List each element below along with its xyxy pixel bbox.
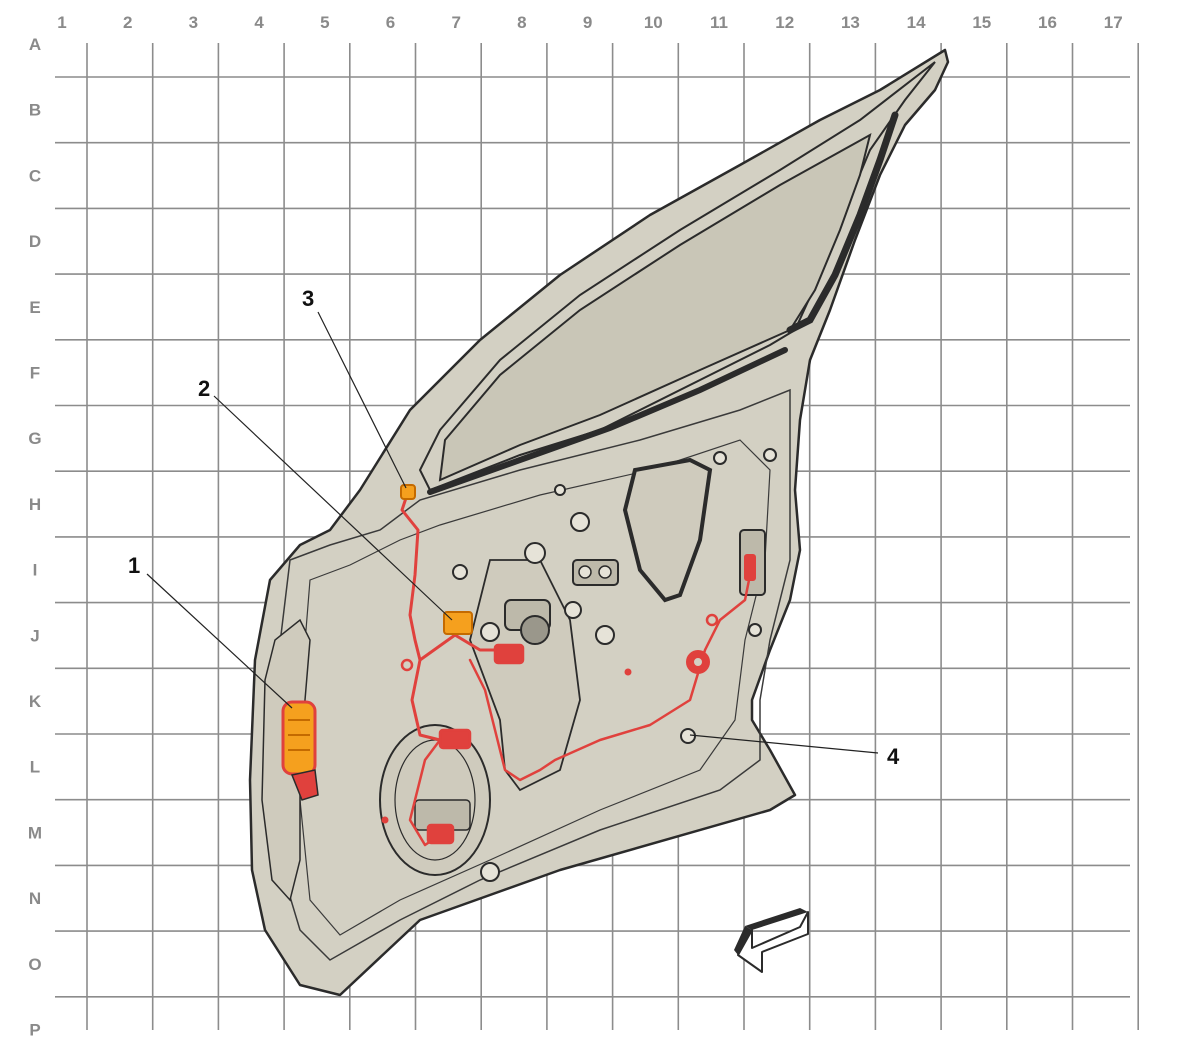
grid-column-label: 8 (517, 13, 526, 32)
grid-row-label: J (30, 626, 39, 645)
grid-row-label: B (29, 101, 41, 120)
grid-row-label: H (29, 495, 41, 514)
grid-column-label: 2 (123, 13, 132, 32)
leader-line-1 (146, 573, 293, 709)
component-2-connector-block (443, 611, 473, 635)
grid-column-label: 9 (583, 13, 592, 32)
grid-row-label: L (30, 758, 40, 777)
grid-row-label: D (29, 232, 41, 251)
callout-leader-lines (146, 311, 879, 754)
grid-row-label: P (29, 1021, 40, 1040)
grid-column-label: 4 (254, 13, 264, 32)
grid-row-label: O (28, 955, 41, 974)
mounting-bolts (452, 448, 777, 882)
component-1-outside-mirror-module (281, 700, 319, 801)
callout-3: 3 (302, 286, 314, 311)
grid-column-label: 15 (972, 13, 991, 32)
inner-panel-contour-2 (299, 439, 771, 936)
grid-column-label: 1 (57, 13, 66, 32)
grid-column-label: 7 (451, 13, 460, 32)
belt-line-seal (427, 347, 788, 495)
window-glass (438, 133, 872, 482)
front-direction-arrow-icon (734, 908, 809, 973)
grid-row-label: N (29, 889, 41, 908)
grid-column-label: 13 (841, 13, 860, 32)
leader-line-4 (689, 734, 879, 754)
regulator-cutout (469, 559, 581, 792)
grid-row-label: K (29, 692, 42, 711)
inner-panel-contour (274, 388, 791, 961)
window-regulator-motor (480, 599, 551, 645)
grid-column-label: 17 (1104, 13, 1123, 32)
door-wiring-harness (381, 490, 756, 847)
grid-column-label: 5 (320, 13, 329, 32)
grid-row-label: M (28, 823, 42, 842)
front-door-illustration (248, 48, 950, 997)
grid-column-label: 16 (1038, 13, 1057, 32)
grid-row-labels: A B C D E F G H I J K L M N O P (28, 35, 42, 1040)
leader-line-3 (317, 311, 407, 489)
callout-1: 1 (128, 553, 140, 578)
grid-column-label: 12 (775, 13, 794, 32)
grid-row-label: G (28, 429, 41, 448)
leader-line-2 (213, 395, 453, 621)
grid-column-label: 6 (386, 13, 395, 32)
callout-4: 4 (887, 744, 900, 769)
grid-row-label: E (29, 298, 40, 317)
inner-handle-bracket (572, 559, 619, 586)
grid-column-label: 14 (907, 13, 926, 32)
grid-column-label: 3 (189, 13, 198, 32)
component-3-upper-connector (400, 484, 416, 500)
grid-column-label: 11 (710, 13, 728, 32)
callout-2: 2 (198, 376, 210, 401)
grid-row-label: I (33, 561, 38, 580)
window-seal (786, 111, 899, 334)
grid-column-label: 10 (644, 13, 663, 32)
grid-row-label: A (29, 35, 41, 54)
rear-access-cutout (622, 457, 713, 603)
grid-row-label: C (29, 166, 41, 185)
grid-row-label: F (30, 364, 40, 383)
